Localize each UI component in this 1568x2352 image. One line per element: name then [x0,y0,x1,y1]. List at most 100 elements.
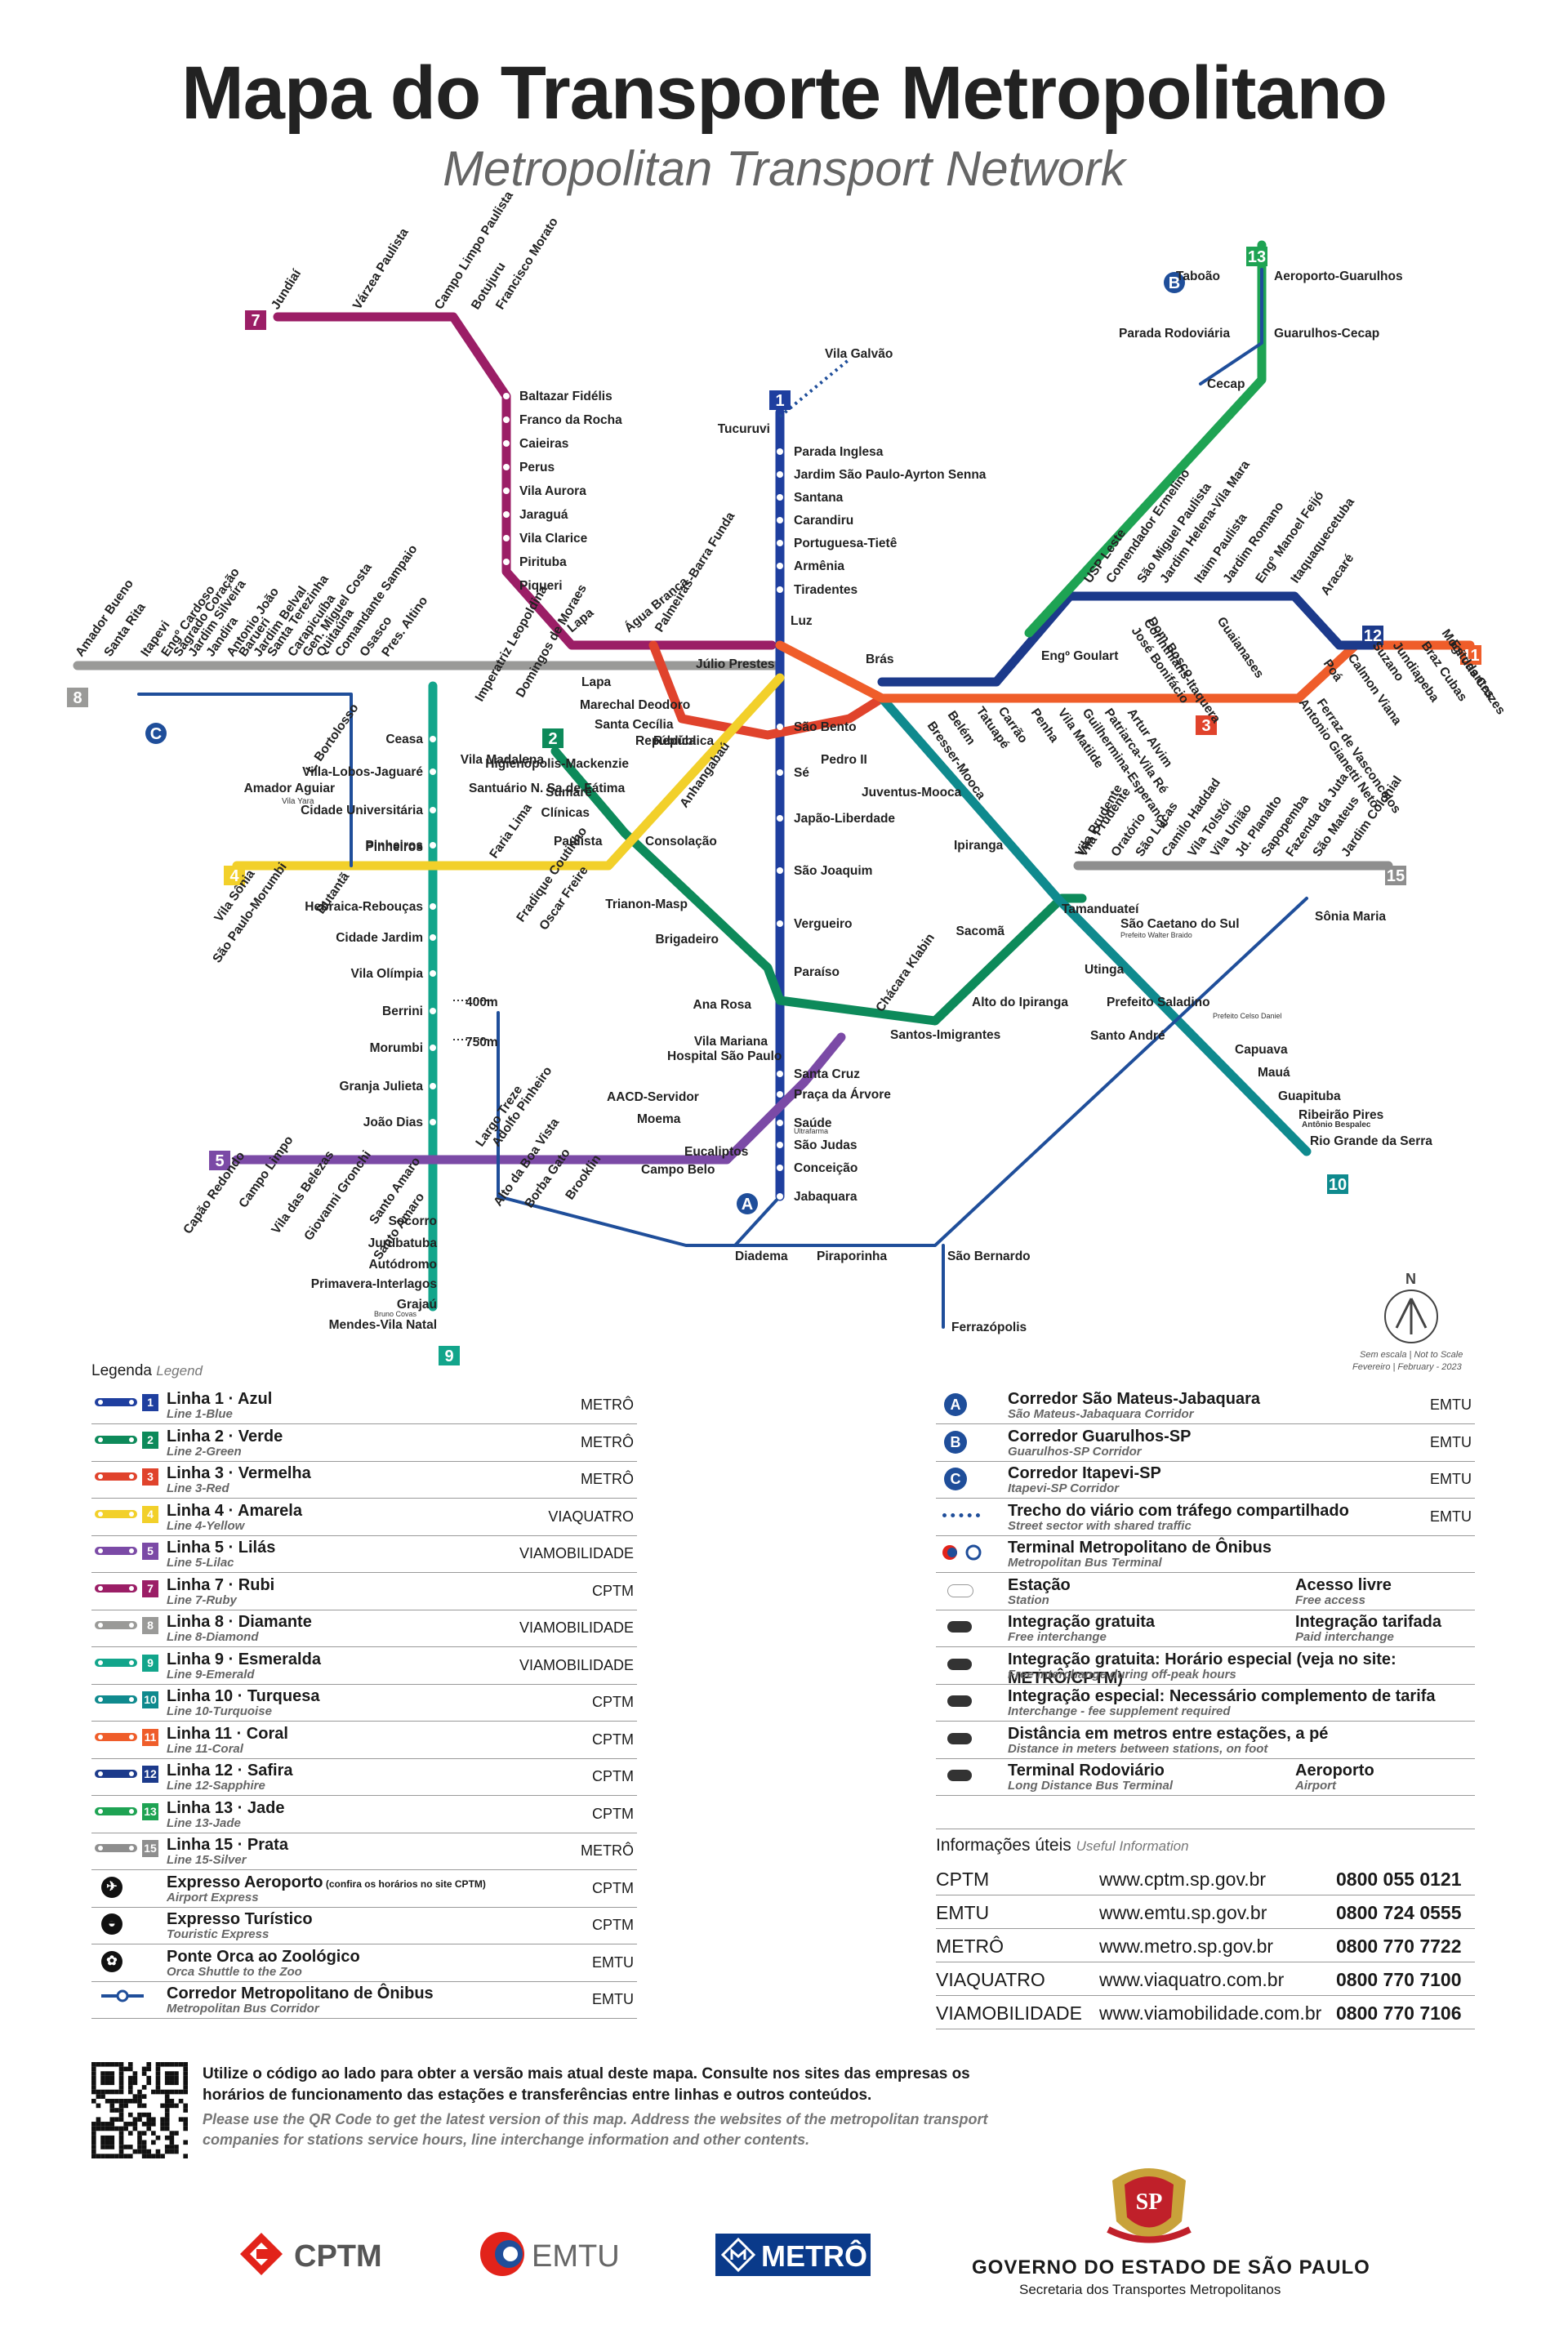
station-label: Santos-Imigrantes [890,1028,1000,1042]
line-bus-path [137,268,1308,1329]
line-name: Linha 15 · Prata [167,1836,288,1854]
info-site: www.cptm.sp.gov.br [1099,1869,1267,1890]
line-operator: CPTM [592,1582,634,1599]
line-number-badge: 4 [142,1505,158,1523]
station-label: Vila Aurora [519,484,586,498]
station-label: Juventus-Mooca [862,786,962,800]
symbol-icon [947,1621,972,1633]
gov-subtitle: Secretaria dos Transportes Metropolitano… [1019,2282,1281,2297]
station-label: Eucaliptos [684,1145,748,1159]
station-label: Sacomã [956,924,1005,938]
info-title: Informações úteis Useful Information [936,1836,1189,1855]
line-swatch [95,1732,137,1741]
cptm-logo: CPTM [237,2230,382,2283]
legend-row-service: ✈Expresso Aeroporto (confira os horários… [91,1872,637,1908]
station-label: Faria Lima [487,801,535,862]
bus-corridor-icon [101,1988,144,2009]
metro-logo: METRÔ [715,2234,871,2276]
station-dot [503,488,510,494]
station-label: Cidade Universitária [301,804,423,817]
station-label: Ferrazópolis [951,1321,1027,1334]
line-l4-path [232,673,785,871]
line-name-en: Line 1-Blue [167,1407,233,1421]
line-l5-path [232,1032,846,1165]
station-label: República [635,734,696,748]
legend-title: Legenda Legend [91,1362,203,1379]
station-label: Ana Rosa [693,998,752,1012]
station-label: Santuário N. Sa de Fátima [469,782,626,795]
station-label: Rio Grande da Serra [1310,1134,1432,1148]
station-dot [777,448,783,455]
line-name: Linha 1 · Azul [167,1390,273,1408]
line-number-badge: 3 [142,1468,158,1486]
line-swatch [95,1398,137,1406]
line-swatch [95,1844,137,1852]
svg-text:7: 7 [251,312,260,330]
line-operator: METRÔ [581,1471,634,1487]
line-number-badge: 10 [142,1691,158,1708]
station-label: 400m [466,996,498,1009]
line-name-en: Line 5-Lilac [167,1556,234,1570]
line-badge-cc: C [145,723,167,744]
station-label: Vila Galvão [825,347,893,361]
station-label: Imperatriz Leopoldina [473,583,550,704]
station-label: Clínicas [541,806,590,820]
station-label: Lapa [581,675,612,689]
station-note: Antônio Bespalec [1302,1120,1371,1129]
station-dot [777,920,783,927]
line-name-en: Line 15-Silver [167,1853,247,1867]
line-swatch [95,1584,137,1592]
info-org: METRÔ [936,1936,1004,1957]
station-dot [777,1120,783,1126]
station-dot [430,736,436,742]
info-site: www.metro.sp.gov.br [1099,1936,1274,1957]
line-badge-l5: 5 [209,1151,230,1170]
station-label: São Judas [794,1138,858,1152]
line-name-en: Line 10-Turquoise [167,1704,272,1718]
station-dot [503,464,510,470]
qr-code[interactable] [91,2062,188,2158]
line-name-en: Line 8-Diamond [167,1630,259,1644]
station-dot [777,517,783,523]
station-label: Marechal Deodoro [580,698,690,712]
shared-traffic-segment [778,358,851,418]
station-label: Tiradentes [794,583,858,597]
svg-text:15: 15 [1387,867,1405,885]
line-name: Linha 2 · Verde [167,1427,283,1446]
svg-text:2: 2 [548,730,557,748]
line-number-badge: 1 [142,1394,158,1411]
line-name-en: Line 2-Green [167,1444,242,1459]
station-label: Penha [1028,706,1062,746]
station-label: Conceição [794,1161,858,1175]
station-dot [777,540,783,546]
line-badge-l9: 9 [439,1346,460,1365]
station-label: Vila Olímpia [351,967,424,981]
line-swatch [95,1695,137,1704]
line-l12-path [877,591,1377,687]
station-label: Alto do Ipiranga [972,996,1068,1009]
station-label: Higienópolis-Mackenzie [485,757,629,771]
station-label: Ipiranga [954,839,1004,853]
station-label: Sumaré [546,786,592,800]
symbol-icon [947,1732,972,1744]
airport-express-icon: ✈ [101,1876,122,1898]
line-swatch [95,1509,137,1518]
svg-text:B: B [1169,274,1180,292]
line-l11-path [775,640,1475,703]
station-label: Jurubatuba [368,1236,438,1250]
line-name-en: Line 12-Sapphire [167,1779,265,1793]
station-label: Brigadeiro [655,933,719,947]
page-subtitle: Metropolitan Transport Network [443,141,1125,196]
svg-text:13: 13 [1248,248,1266,266]
